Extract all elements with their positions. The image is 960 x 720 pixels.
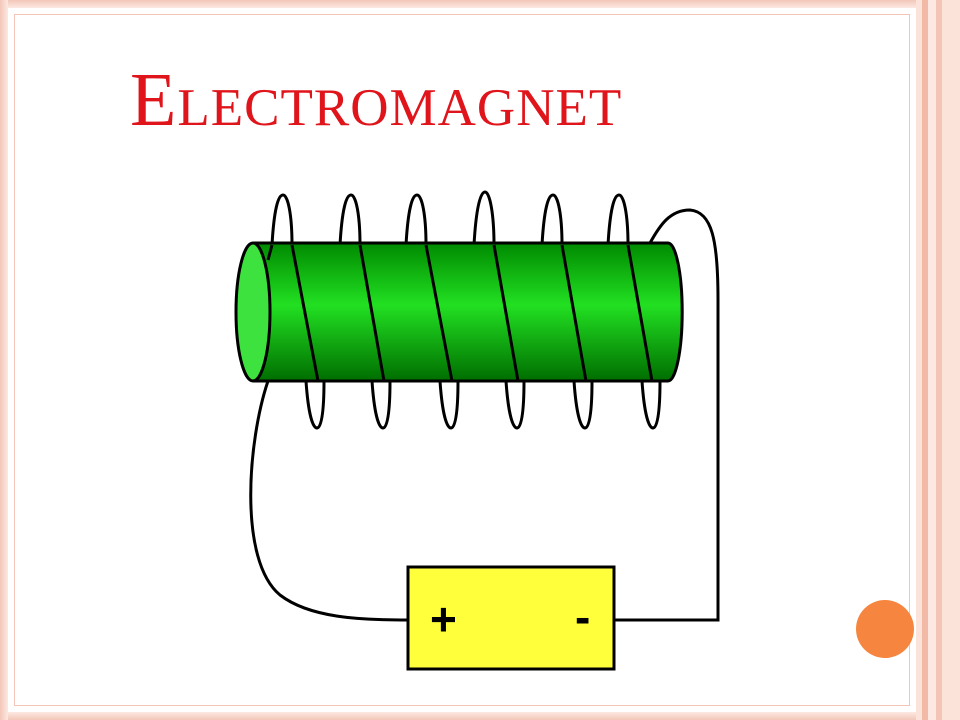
coil-loop-back-4 — [472, 190, 496, 246]
decorative-circle — [856, 600, 914, 658]
coil-back-loops — [270, 190, 630, 246]
coil-winding-2 — [358, 244, 386, 382]
iron-core — [234, 241, 684, 383]
border-left — [0, 0, 8, 720]
coil-loop-bottom-6 — [640, 380, 662, 430]
battery-positive-label: + — [430, 593, 457, 645]
coil-loop-back-2 — [338, 193, 362, 246]
border-right-band — [916, 0, 960, 720]
coil-loop-bottom-4 — [504, 380, 526, 430]
border-bottom — [0, 712, 960, 720]
wire-right — [614, 208, 720, 622]
inner-frame-line — [14, 14, 910, 706]
core-body — [253, 241, 684, 383]
coil-loop-back-1 — [270, 193, 294, 246]
coil-winding-6 — [626, 244, 654, 382]
coil-loop-back-3 — [404, 193, 428, 246]
coil-winding-4 — [492, 244, 520, 382]
coil-loop-bottom-1 — [304, 380, 326, 430]
coil-loop-back-6 — [606, 193, 630, 246]
coil-loop-back-5 — [540, 193, 564, 246]
circuit-wires — [249, 208, 720, 622]
coil-bottom-loops — [304, 380, 662, 430]
core-end-face — [234, 241, 272, 383]
coil-loop-bottom-2 — [370, 380, 392, 430]
coil-winding-5 — [560, 244, 588, 382]
slide-title: Electromagnet — [130, 58, 623, 142]
wire-left — [249, 380, 409, 622]
battery-negative-label: - — [575, 591, 591, 643]
battery — [406, 565, 616, 671]
coil-front-windings — [266, 244, 654, 382]
coil-loop-bottom-5 — [572, 380, 594, 430]
coil-loop-bottom-3 — [438, 380, 460, 430]
coil-winding-1 — [290, 244, 320, 382]
coil-winding-3 — [424, 244, 454, 382]
border-top — [0, 0, 960, 8]
coil-winding-entry — [266, 244, 274, 261]
